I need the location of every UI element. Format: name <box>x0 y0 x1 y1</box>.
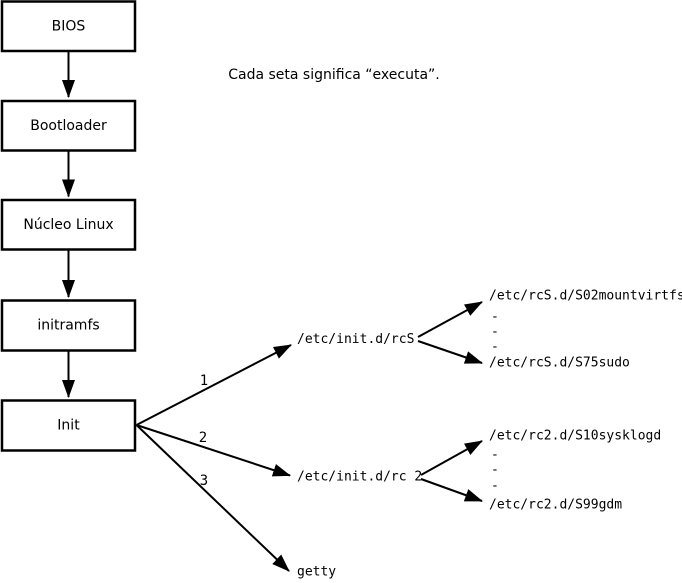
rcS-ellipsis-dash: - <box>491 340 499 355</box>
rc2-ellipsis-dash: - <box>491 479 499 494</box>
node-init-d-rcS: /etc/init.d/rcS <box>297 332 414 347</box>
node-rcS-last-script: /etc/rcS.d/S75sudo <box>489 356 630 371</box>
box-initramfs-label: initramfs <box>37 318 99 334</box>
arrow-rc2-to-first-script <box>420 440 483 476</box>
box-init <box>0 399 137 452</box>
box-init-label: Init <box>57 418 80 434</box>
box-bios <box>0 0 137 53</box>
box-nucleo-linux-label: Núcleo Linux <box>23 217 113 233</box>
box-initramfs <box>0 299 137 352</box>
arrow-rcS-to-first-script <box>417 301 483 338</box>
rc2-ellipsis-dash: - <box>491 448 499 463</box>
rcS-ellipsis-dash: - <box>491 325 499 340</box>
arrow-init-to-getty <box>135 424 290 572</box>
arrow-init-to-rc2 <box>136 424 291 477</box>
node-init-d-rc2: /etc/init.d/rc 2 <box>297 470 422 485</box>
arrow-rcS-to-last-script <box>417 340 483 364</box>
branch-order-1: 1 <box>200 373 208 389</box>
rc2-ellipsis-dash: - <box>491 463 499 478</box>
arrow-rc2-to-last-script <box>420 478 483 502</box>
rcS-ellipsis-dash: - <box>491 310 499 325</box>
node-rc2-first-script: /etc/rc2.d/S10sysklogd <box>489 429 661 444</box>
branch-order-3: 3 <box>200 473 208 489</box>
box-bootloader-label: Bootloader <box>30 118 107 134</box>
caption-text: Cada seta significa “executa”. <box>228 67 440 83</box>
box-bios-label: BIOS <box>52 19 86 35</box>
node-rc2-last-script: /etc/rc2.d/S99gdm <box>489 498 622 513</box>
arrow-init-to-rcS <box>136 344 292 426</box>
node-rcS-first-script: /etc/rcS.d/S02mountvirtfs <box>489 289 682 304</box>
node-getty: getty <box>297 565 336 580</box>
branch-order-2: 2 <box>199 430 207 446</box>
